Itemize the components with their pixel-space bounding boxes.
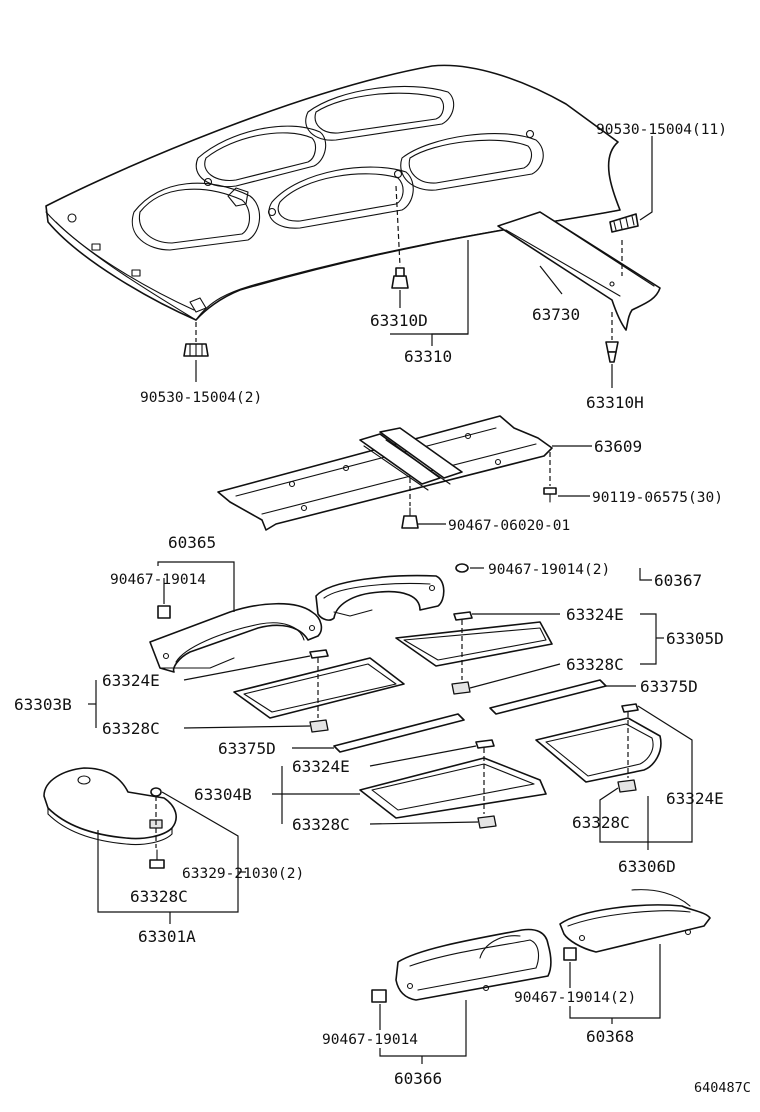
label-clip-60367: 90467-19014(2) bbox=[488, 562, 610, 578]
label-63329: 63329-21030(2) bbox=[182, 866, 304, 882]
label-63310H: 63310H bbox=[586, 393, 644, 412]
label-63310: 63310 bbox=[404, 347, 452, 366]
clip-63329-icon bbox=[150, 787, 162, 797]
label-clip-top-right: 90530-15004(11) bbox=[596, 122, 727, 138]
sunshade-panel-63303B bbox=[233, 657, 405, 719]
pad-63324E-d-icon bbox=[621, 703, 639, 713]
label-clip-60366: 90467-19014 bbox=[322, 1032, 418, 1048]
label-clip-top-left: 90530-15004(2) bbox=[140, 390, 262, 406]
label-63310D: 63310D bbox=[370, 311, 428, 330]
sunshade-frame-60367 bbox=[315, 574, 445, 621]
label-60365: 60365 bbox=[168, 533, 216, 552]
label-clip-60368: 90467-19014(2) bbox=[514, 990, 636, 1006]
label-63324E-b: 63324E bbox=[102, 671, 160, 690]
sunshade-panel-63305D bbox=[395, 621, 553, 667]
label-clip-60365: 90467-19014 bbox=[110, 572, 206, 588]
label-63304B: 63304B bbox=[194, 785, 252, 804]
sunshade-frame-60365 bbox=[149, 602, 323, 673]
pad-63324E-b-icon bbox=[309, 649, 329, 659]
label-nut-90467-06020: 90467-06020-01 bbox=[448, 518, 570, 534]
clip-60368-icon bbox=[563, 947, 577, 961]
nut-90467-06020-icon bbox=[401, 507, 419, 529]
roof-frame-63609 bbox=[217, 415, 553, 531]
label-screw-90119: 90119-06575(30) bbox=[592, 490, 723, 506]
sunshade-frame-60368 bbox=[559, 889, 711, 953]
fastener-63328C-e-icon bbox=[149, 849, 165, 869]
label-63301A: 63301A bbox=[138, 927, 196, 946]
clip-60366-icon bbox=[371, 989, 387, 1003]
label-63306D: 63306D bbox=[618, 857, 676, 876]
label-63328C-d: 63328C bbox=[572, 813, 630, 832]
clip-60365-icon bbox=[157, 605, 171, 619]
screw-90119-icon bbox=[543, 487, 557, 503]
label-63303B: 63303B bbox=[14, 695, 72, 714]
headliner-panel bbox=[45, 64, 621, 321]
label-63375D-a: 63375D bbox=[640, 677, 698, 696]
label-60367: 60367 bbox=[654, 571, 702, 590]
label-63324E-c: 63324E bbox=[292, 757, 350, 776]
fastener-63310H-icon bbox=[605, 341, 619, 363]
label-63328C-c: 63328C bbox=[292, 815, 350, 834]
pad-63328C-c-icon bbox=[477, 815, 497, 829]
sunshade-panel-63304B bbox=[359, 757, 547, 819]
label-63375D-b: 63375D bbox=[218, 739, 276, 758]
label-63324E-d: 63324E bbox=[666, 789, 724, 808]
label-63730: 63730 bbox=[532, 305, 580, 324]
label-63328C-e: 63328C bbox=[130, 887, 188, 906]
pad-63324E-a-icon bbox=[453, 611, 473, 621]
label-63305D: 63305D bbox=[666, 629, 724, 648]
pad-63328C-a-icon bbox=[451, 681, 471, 695]
pad-63328C-d-icon bbox=[617, 779, 637, 793]
label-60366: 60366 bbox=[394, 1069, 442, 1088]
label-60368: 60368 bbox=[586, 1027, 634, 1046]
clip-60367-icon bbox=[455, 563, 469, 573]
label-63609: 63609 bbox=[594, 437, 642, 456]
label-63328C-a: 63328C bbox=[566, 655, 624, 674]
strip-63375D-a bbox=[489, 679, 607, 715]
label-63328C-b: 63328C bbox=[102, 719, 160, 738]
sunshade-frame-60366 bbox=[395, 928, 552, 1001]
diagram-code: 640487C bbox=[694, 1080, 751, 1096]
label-63324E-a: 63324E bbox=[566, 605, 624, 624]
pad-63324E-c-icon bbox=[475, 739, 495, 749]
sunshade-panel-63306D bbox=[535, 717, 662, 783]
clip-90530-left-icon bbox=[183, 343, 209, 357]
pad-63328C-b-icon bbox=[309, 719, 329, 733]
strip-63375D-b bbox=[333, 713, 465, 753]
roof-side-rail-63730 bbox=[497, 211, 661, 331]
clip-90530-right-icon bbox=[609, 213, 639, 233]
fastener-63310D-icon bbox=[391, 267, 409, 289]
headliner-openings bbox=[131, 85, 544, 251]
